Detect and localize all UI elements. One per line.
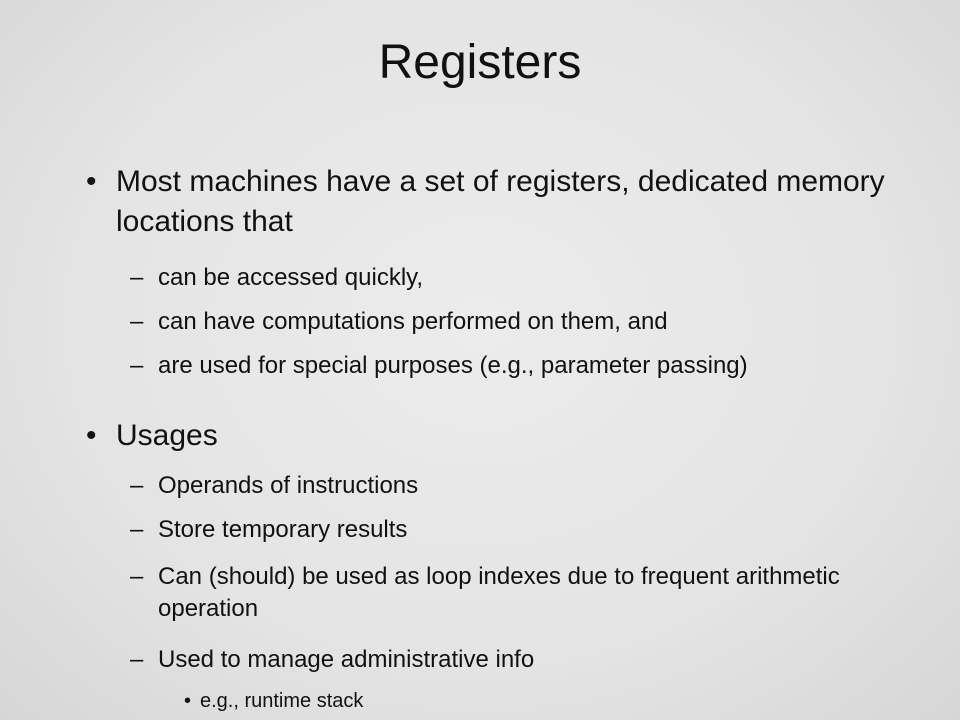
dash-icon: – [130,352,144,379]
sub-sub-item: • e.g., runtime stack [184,688,884,714]
bullet-item: • Usages [86,416,886,456]
sub-item-text: Store temporary results [158,516,408,543]
sub-item: – can have computations performed on the… [130,306,890,338]
slide-title: Registers [378,36,582,89]
dash-icon: – [130,563,144,590]
bullet-text: Most machines have a set of registers, d… [116,165,885,238]
dash-icon: – [130,472,144,499]
bullet-icon: • [86,419,97,452]
sub-item: – can be accessed quickly, [130,262,890,294]
dash-icon: – [130,308,144,335]
sub-item-text: Can (should) be used as loop indexes due… [158,563,840,622]
sub-item: – are used for special purposes (e.g., p… [130,350,890,382]
sub-item-text: can have computations performed on them,… [158,308,668,335]
sub-item: – Used to manage administrative info [130,644,890,676]
sub-item-text: can be accessed quickly, [158,264,424,291]
sub-item: – Can (should) be used as loop indexes d… [130,561,890,625]
bullet-item: • Most machines have a set of registers,… [86,162,886,242]
sub-sub-item-text: e.g., runtime stack [200,690,364,712]
sub-item-text: are used for special purposes (e.g., par… [158,352,748,379]
dash-icon: – [130,264,144,291]
sub-item: – Store temporary results [130,514,890,546]
dash-icon: – [130,646,144,673]
dash-icon: – [130,516,144,543]
sub-item-text: Operands of instructions [158,472,419,499]
bullet-text: Usages [116,419,218,452]
sub-item: – Operands of instructions [130,470,890,502]
bullet-icon: • [184,690,192,712]
bullet-icon: • [86,165,97,198]
sub-item-text: Used to manage administrative info [158,646,535,673]
